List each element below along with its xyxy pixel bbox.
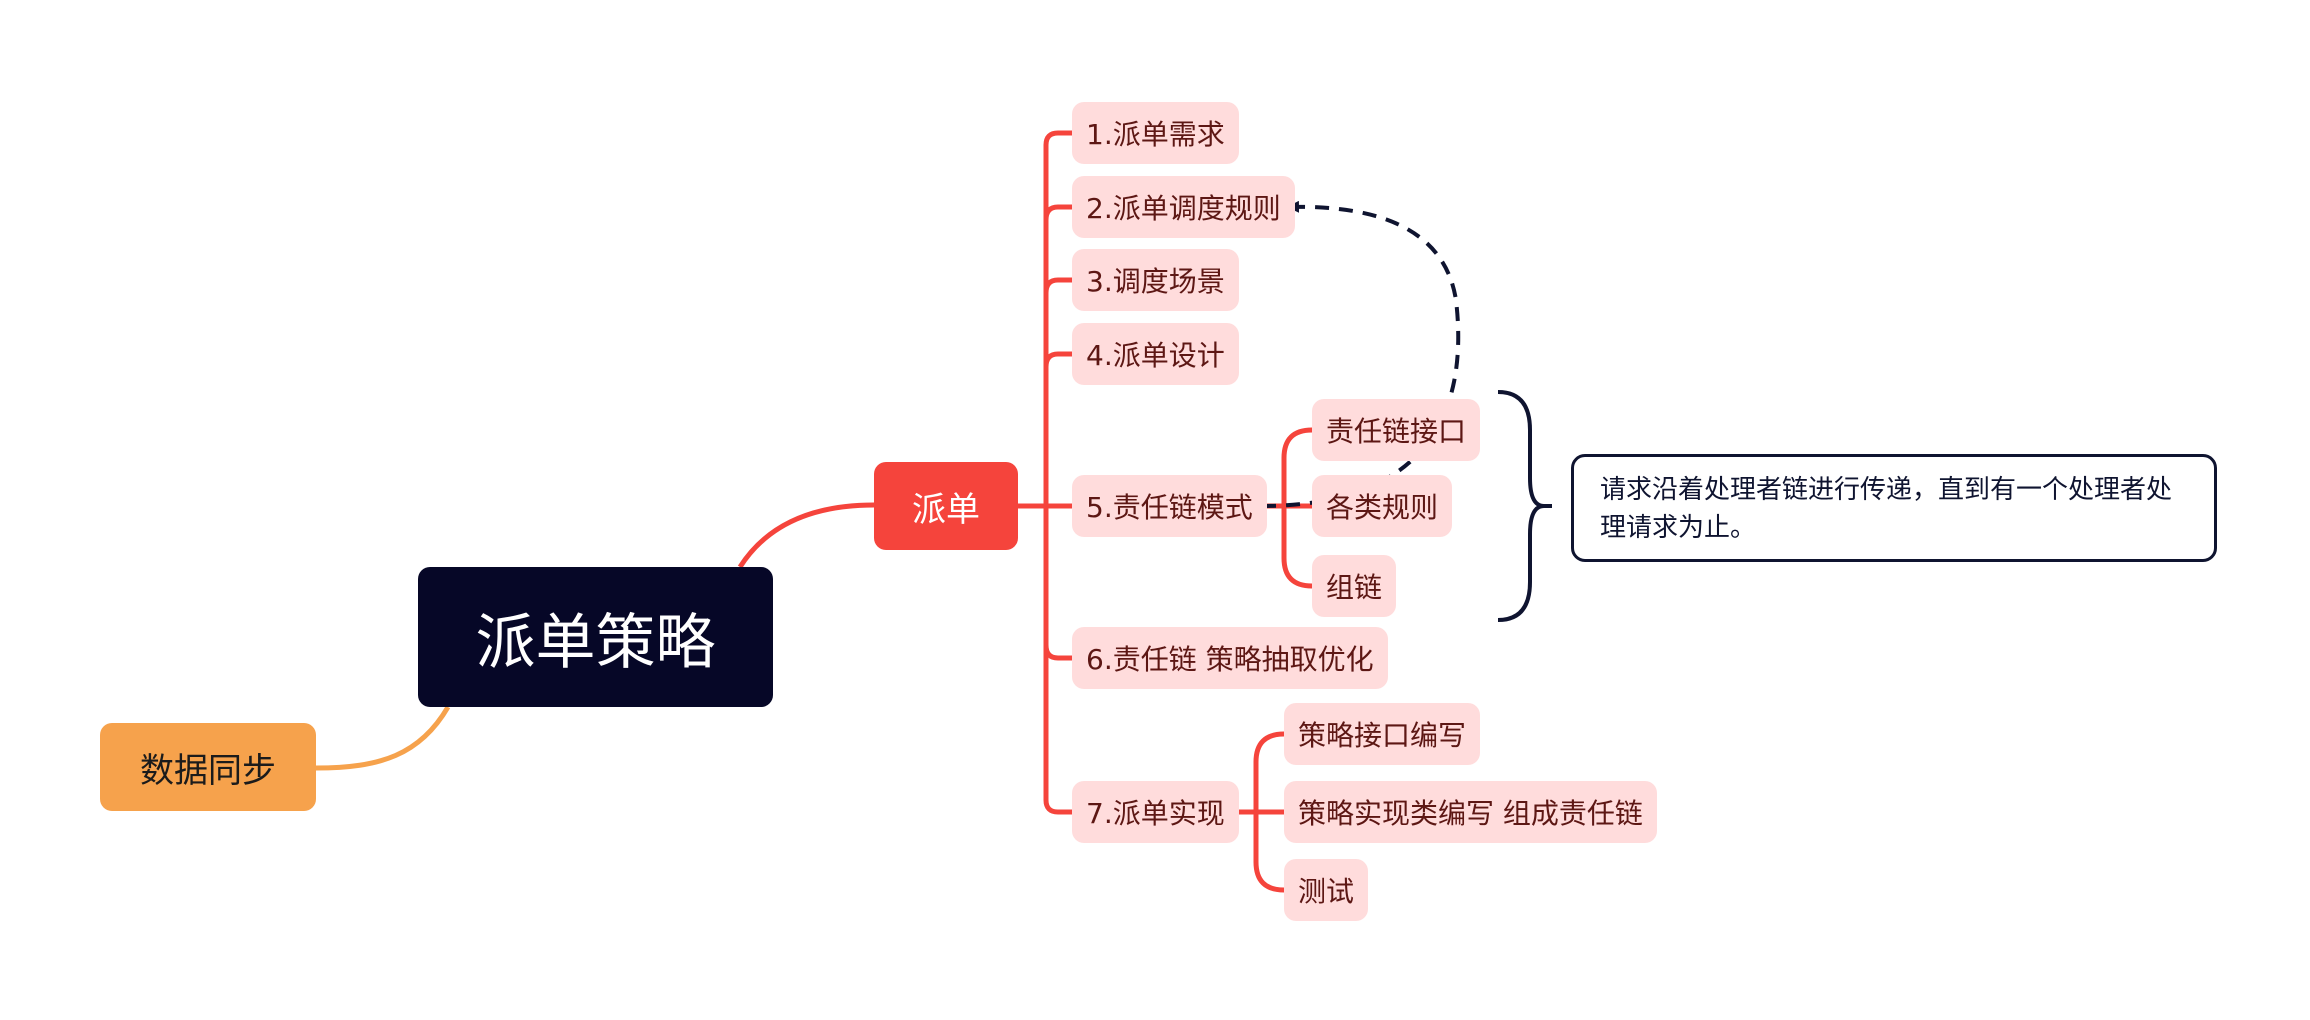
root-to-side-connector xyxy=(315,705,451,771)
step5-child-node-2[interactable]: 各类规则 xyxy=(1312,475,1453,537)
side-topic-node[interactable]: 数据同步 xyxy=(100,723,316,811)
step-node-7[interactable]: 7.派单实现 xyxy=(1072,781,1239,843)
child-label: 责任链接口 xyxy=(1326,415,1467,448)
relation-dashed-arrow xyxy=(1261,200,1461,508)
step-label: 2.派单调度规则 xyxy=(1086,192,1281,225)
root-topic-node[interactable]: 派单策略 xyxy=(418,567,773,707)
side-topic-label: 数据同步 xyxy=(140,750,276,791)
step-label: 5.责任链模式 xyxy=(1086,491,1253,524)
main-topic-label: 派单 xyxy=(912,489,980,530)
step-label: 7.派单实现 xyxy=(1086,797,1225,830)
child-label: 策略接口编写 xyxy=(1298,719,1467,752)
step-connectors xyxy=(1043,130,1072,815)
step-connector-4 xyxy=(1043,351,1072,368)
child-label: 测试 xyxy=(1298,875,1355,908)
step-label: 6.责任链 策略抽取优化 xyxy=(1086,643,1374,676)
step5-child-node-1[interactable]: 责任链接口 xyxy=(1312,399,1481,461)
child-label: 策略实现类编写 组成责任链 xyxy=(1298,797,1643,830)
root-topic-label: 派单策略 xyxy=(475,607,716,678)
child-label: 各类规则 xyxy=(1326,491,1439,524)
step-node-3[interactable]: 3.调度场景 xyxy=(1072,249,1239,311)
step-label: 3.调度场景 xyxy=(1086,265,1225,298)
summary-brace xyxy=(1497,390,1545,622)
summary-note[interactable]: 请求沿着处理者链进行传递，直到有一个处理者处理请求为止。 xyxy=(1571,454,2217,562)
step7-child-node-2[interactable]: 策略实现类编写 组成责任链 xyxy=(1284,781,1657,843)
step-connector-6 xyxy=(1043,644,1072,661)
step-node-6[interactable]: 6.责任链 策略抽取优化 xyxy=(1072,627,1388,689)
step-connector-2 xyxy=(1043,204,1072,221)
summary-note-text: 请求沿着处理者链进行传递，直到有一个处理者处理请求为止。 xyxy=(1600,475,2173,543)
steps-trunk xyxy=(1043,130,1059,815)
step-node-2[interactable]: 2.派单调度规则 xyxy=(1072,176,1295,238)
step5-child-connectors xyxy=(1259,427,1313,589)
step-connector-3 xyxy=(1043,277,1072,294)
step-label: 4.派单设计 xyxy=(1086,339,1225,372)
step-label: 1.派单需求 xyxy=(1086,118,1225,151)
step-node-1[interactable]: 1.派单需求 xyxy=(1072,102,1239,164)
step-node-5[interactable]: 5.责任链模式 xyxy=(1072,475,1267,537)
step5-child-node-3[interactable]: 组链 xyxy=(1312,555,1397,617)
main-topic-node[interactable]: 派单 xyxy=(874,462,1018,550)
root-to-main-connector xyxy=(737,502,875,569)
step7-child-node-1[interactable]: 策略接口编写 xyxy=(1284,703,1481,765)
step7-child-node-3[interactable]: 测试 xyxy=(1284,859,1369,921)
child-label: 组链 xyxy=(1326,571,1383,604)
step-node-4[interactable]: 4.派单设计 xyxy=(1072,323,1239,385)
